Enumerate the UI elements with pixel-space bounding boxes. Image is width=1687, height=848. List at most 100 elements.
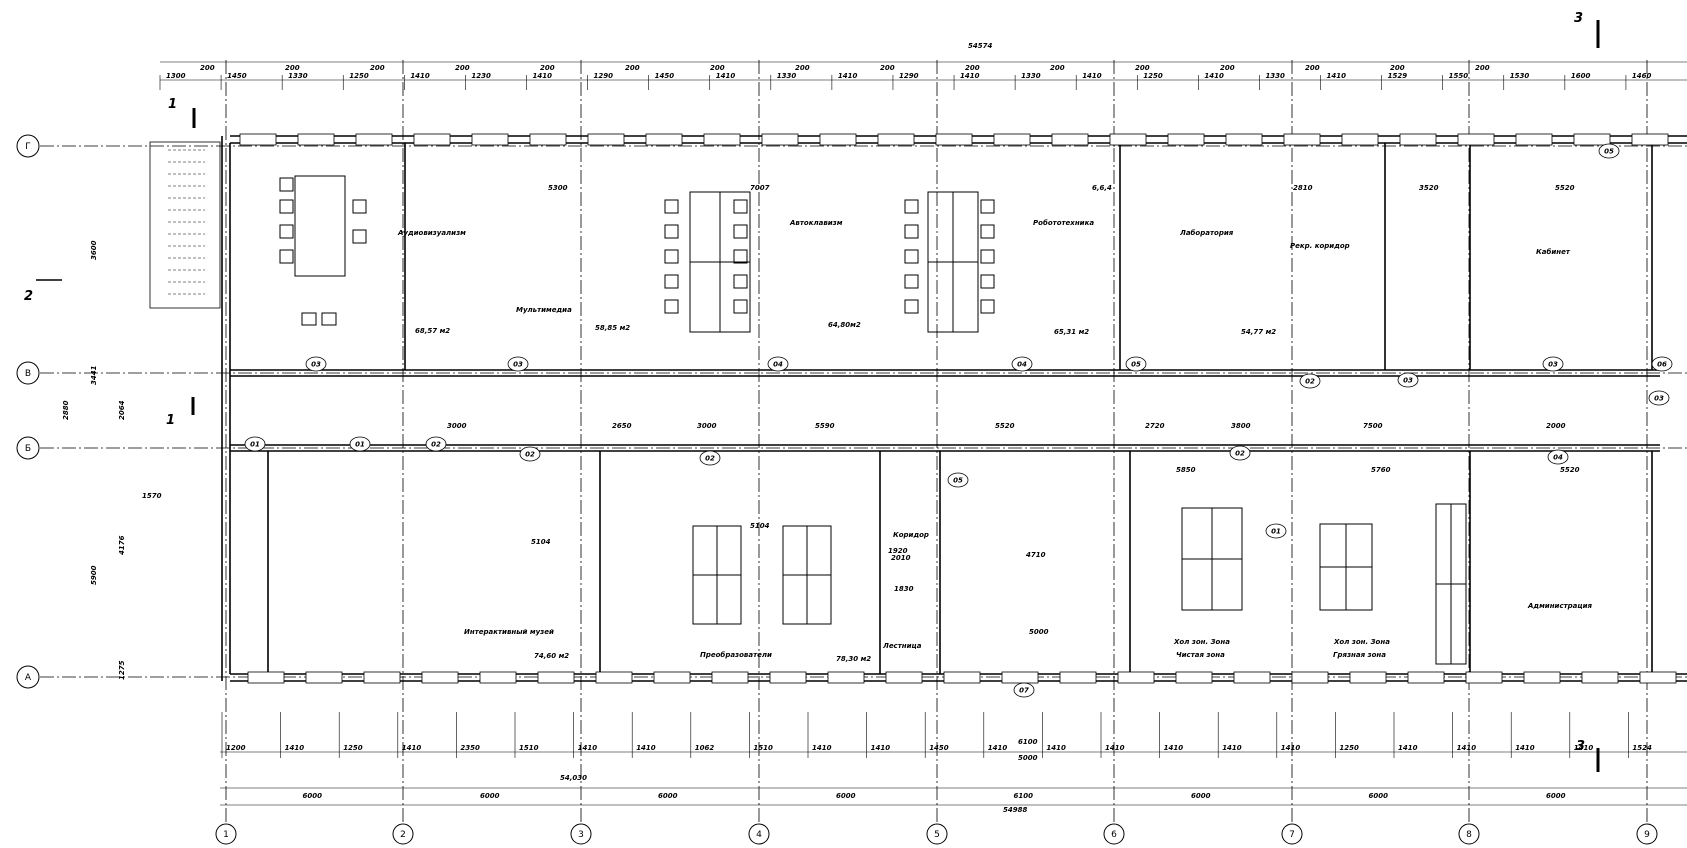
window	[761, 133, 799, 146]
door-mark-label: 02	[1235, 450, 1245, 458]
inner-dim-label: 2010	[891, 554, 911, 562]
door-mark-label: 04	[1017, 361, 1027, 369]
door-mark	[1648, 390, 1670, 406]
axis-bubble-row-v: В	[16, 361, 40, 385]
door-mark	[244, 436, 266, 452]
dim-label: 1450	[227, 72, 247, 80]
chair	[664, 199, 679, 214]
door-mark	[699, 450, 721, 466]
room-name: Аудиовизуализм	[397, 229, 466, 237]
inner-dim-label: 5850	[1176, 466, 1196, 474]
inner-dim-label: 5760	[1371, 466, 1391, 474]
window	[1341, 133, 1379, 146]
door-mark	[1265, 523, 1287, 539]
dim-label: 200	[1305, 64, 1320, 72]
door-mark	[947, 472, 969, 488]
window	[1407, 671, 1445, 684]
dim-label: 6000	[658, 792, 678, 800]
dim-label: 1450	[929, 744, 949, 752]
axis-bubble-col-3: 3	[570, 823, 592, 845]
chair	[733, 224, 748, 239]
chair	[352, 199, 367, 214]
door-mark-label: 05	[953, 477, 963, 485]
svg-text:3: 3	[1576, 739, 1585, 754]
chair	[904, 249, 919, 264]
dim-label: 200	[965, 64, 980, 72]
dim-label: 1330	[777, 72, 797, 80]
dim-label: 1410	[1204, 72, 1224, 80]
dim-label: 1529	[1388, 72, 1408, 80]
dim-label: 1410	[716, 72, 736, 80]
inner-dim-label: 5104	[531, 538, 551, 546]
dim-label: 200	[455, 64, 470, 72]
inner-dim-label: 7500	[1363, 422, 1383, 430]
dim-label: 1524	[1632, 744, 1652, 752]
door-mark-label: 02	[525, 451, 535, 459]
svg-text:6: 6	[1111, 830, 1117, 840]
inner-dim-label: 7007	[750, 184, 770, 192]
dim-label: 1250	[343, 744, 363, 752]
chair	[733, 299, 748, 314]
door-mark-label: 04	[1553, 454, 1563, 462]
left-dim-2880: 2880	[62, 400, 70, 420]
axis-bubble-row-a: А	[16, 665, 40, 689]
chair	[321, 312, 337, 326]
walls	[149, 133, 1687, 684]
dim-label: 1410	[402, 744, 422, 752]
left-dim-3441: 3441	[90, 365, 98, 385]
inner-dim-label: 5300	[548, 184, 568, 192]
room-name: Коридор	[893, 531, 929, 539]
door-mark	[507, 356, 529, 372]
door-mark-label: 02	[431, 441, 441, 449]
chair	[664, 274, 679, 289]
room-name: Мультимедиа	[516, 306, 572, 314]
window	[1457, 133, 1495, 146]
dim-label: 6000	[480, 792, 500, 800]
window	[1175, 671, 1213, 684]
inner-dim-label: 5590	[815, 422, 835, 430]
inner-dim-label: 2650	[612, 422, 632, 430]
window	[993, 133, 1031, 146]
chair	[980, 224, 995, 239]
window	[595, 671, 633, 684]
left-dim-1570: 1570	[142, 492, 162, 500]
chair	[980, 249, 995, 264]
window	[1051, 133, 1089, 146]
dim-label: 1410	[285, 744, 305, 752]
door-mark-label: 02	[705, 455, 715, 463]
svg-text:4: 4	[756, 830, 762, 840]
dim-label: 200	[1220, 64, 1235, 72]
room-area: 54,77 м2	[1241, 328, 1276, 336]
left-dim-5900: 5900	[90, 565, 98, 585]
door-mark	[1013, 682, 1035, 698]
dim-label: 200	[1050, 64, 1065, 72]
door-mark	[1011, 356, 1033, 372]
window	[479, 671, 517, 684]
dim-label: 1250	[349, 72, 369, 80]
window	[819, 133, 857, 146]
chair	[904, 224, 919, 239]
door-mark	[1125, 356, 1147, 372]
window	[1523, 671, 1561, 684]
dim-label: 1530	[1510, 72, 1530, 80]
chair	[352, 229, 367, 244]
door-mark	[1542, 356, 1564, 372]
axis-bubble-col-9: 9	[1636, 823, 1658, 845]
dim-label: 6000	[836, 792, 856, 800]
inner-dim-label: 3000	[697, 422, 717, 430]
room-area: 58,85 м2	[595, 324, 630, 332]
svg-text:А: А	[25, 673, 32, 683]
svg-text:7: 7	[1289, 830, 1295, 840]
dim-label: 1290	[899, 72, 919, 80]
window	[703, 133, 741, 146]
chair	[279, 177, 294, 192]
dim-label: 1410	[871, 744, 891, 752]
dim-label: 1410	[1281, 744, 1301, 752]
svg-text:8: 8	[1466, 830, 1472, 840]
door-mark-label: 05	[1131, 361, 1141, 369]
door-mark-label: 03	[1548, 361, 1558, 369]
window	[1631, 133, 1669, 146]
axis-bubble-col-2: 2	[392, 823, 414, 845]
bottom-sub-dimension: 54,030	[560, 774, 587, 782]
